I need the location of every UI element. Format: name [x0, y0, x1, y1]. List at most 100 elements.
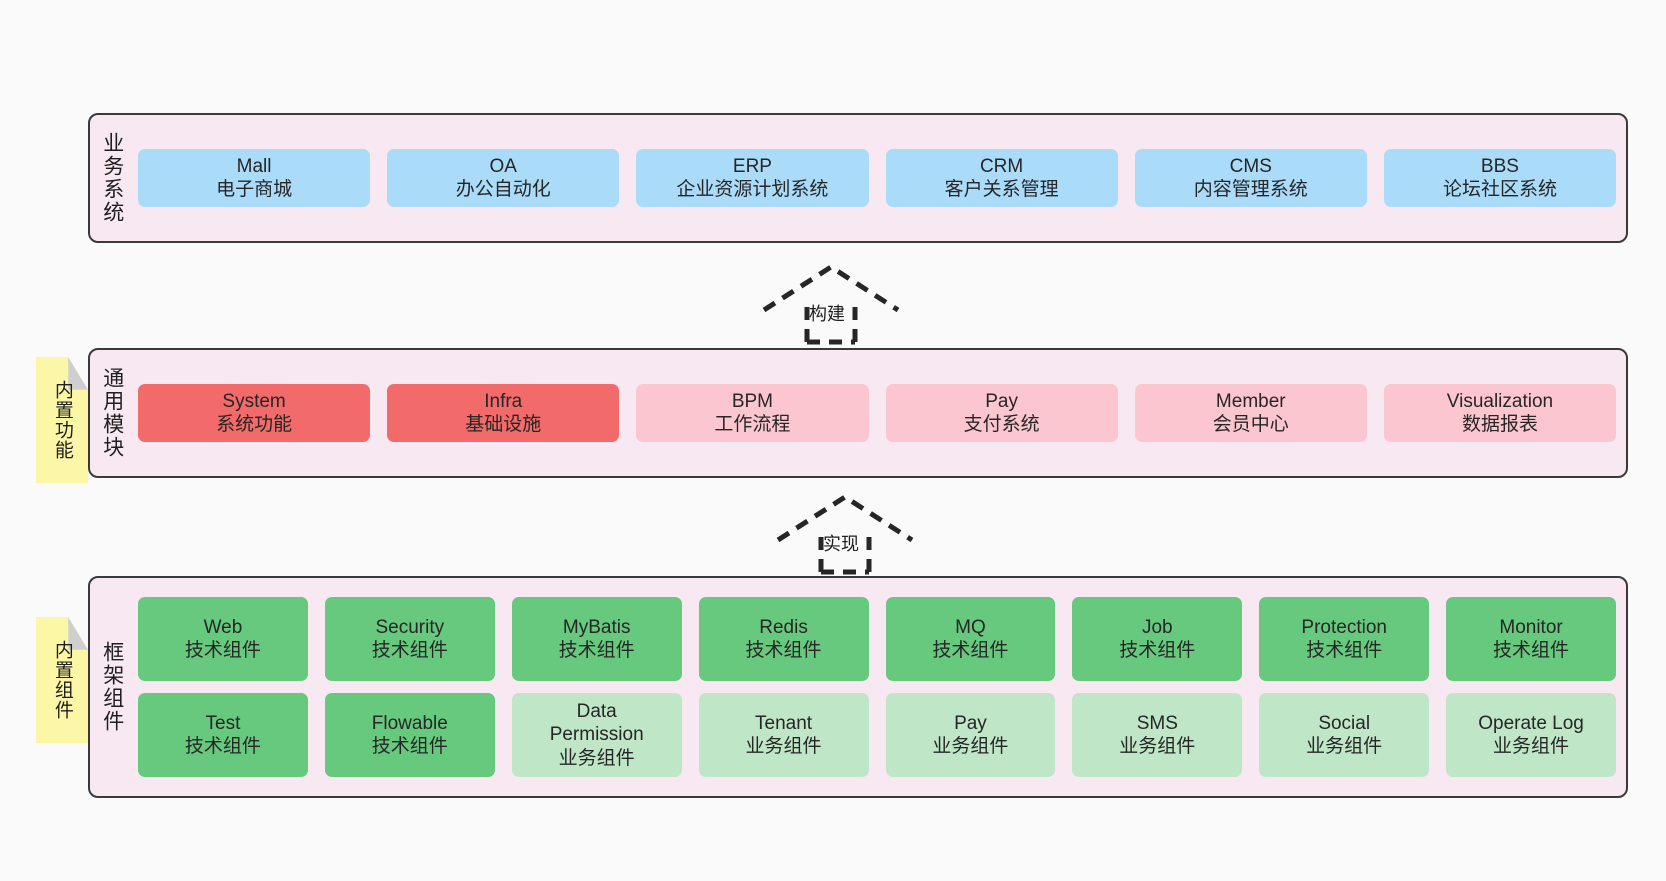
card-row: Web 技术组件 Security 技术组件 MyBatis 技术组件 Redi… — [138, 597, 1616, 681]
card-erp[interactable]: ERP 企业资源计划系统 — [636, 148, 869, 208]
card-subtitle: 企业资源计划系统 — [676, 179, 829, 200]
card-title-line2: Permission — [549, 724, 644, 746]
card-cms[interactable]: CMS 内容管理系统 — [1134, 148, 1367, 208]
card-bbs[interactable]: BBS 论坛社区系统 — [1383, 148, 1617, 208]
card-subtitle: 技术组件 — [745, 640, 822, 661]
layer-body-framework-components: Web 技术组件 Security 技术组件 MyBatis 技术组件 Redi… — [134, 578, 1626, 796]
card-title: ERP — [732, 155, 772, 177]
card-title: Protection — [1301, 616, 1387, 638]
card-subtitle: 技术组件 — [371, 736, 448, 757]
card-operate-log[interactable]: Operate Log 业务组件 — [1446, 693, 1616, 777]
card-title: Redis — [759, 616, 808, 638]
card-title: MyBatis — [562, 616, 631, 638]
card-subtitle: 业务组件 — [558, 747, 635, 769]
card-member[interactable]: Member 会员中心 — [1134, 383, 1367, 443]
card-subtitle: 技术组件 — [371, 640, 448, 661]
card-row: Test 技术组件 Flowable 技术组件 Data Permission … — [138, 693, 1616, 777]
card-subtitle: 技术组件 — [184, 736, 261, 757]
card-sms[interactable]: SMS 业务组件 — [1072, 693, 1243, 777]
card-title: Pay — [985, 390, 1018, 412]
layer-title-business-systems: 业务系统 — [100, 132, 124, 224]
card-subtitle: 支付系统 — [963, 414, 1040, 435]
card-crm[interactable]: CRM 客户关系管理 — [885, 148, 1118, 208]
layer-title-framework-components: 框架组件 — [100, 641, 124, 733]
card-oa[interactable]: OA 办公自动化 — [387, 148, 620, 208]
card-web[interactable]: Web 技术组件 — [138, 597, 308, 681]
card-pay-component[interactable]: Pay 业务组件 — [885, 693, 1056, 777]
card-flowable[interactable]: Flowable 技术组件 — [324, 693, 495, 777]
card-protection[interactable]: Protection 技术组件 — [1259, 597, 1430, 681]
card-title: BPM — [731, 390, 774, 412]
card-title: BBS — [1480, 155, 1519, 177]
card-subtitle: 会员中心 — [1212, 414, 1289, 435]
card-title: Social — [1318, 712, 1371, 734]
card-mq[interactable]: MQ 技术组件 — [885, 597, 1056, 681]
card-mall[interactable]: Mall 电子商城 — [138, 148, 371, 208]
card-data-permission[interactable]: Data Permission 业务组件 — [511, 693, 682, 777]
card-row: System 系统功能 Infra 基础设施 BPM 工作流程 Pay 支付系统… — [138, 383, 1617, 443]
layer-common-modules: 通用模块 System 系统功能 Infra 基础设施 BPM 工作流程 Pay… — [88, 348, 1628, 478]
card-subtitle: 技术组件 — [1493, 640, 1570, 661]
card-subtitle: 技术组件 — [558, 640, 635, 661]
card-visualization[interactable]: Visualization 数据报表 — [1383, 383, 1617, 443]
card-subtitle: 数据报表 — [1461, 414, 1538, 435]
card-title: Job — [1141, 616, 1173, 638]
card-title: Tenant — [755, 712, 813, 734]
card-system[interactable]: System 系统功能 — [138, 383, 371, 443]
connector-build-label: 构建 — [809, 304, 845, 324]
layer-title-common-modules: 通用模块 — [100, 367, 124, 459]
card-redis[interactable]: Redis 技术组件 — [698, 597, 869, 681]
card-test[interactable]: Test 技术组件 — [138, 693, 308, 777]
card-subtitle: 业务组件 — [1493, 736, 1570, 757]
card-title: Pay — [954, 712, 987, 734]
card-security[interactable]: Security 技术组件 — [324, 597, 495, 681]
note-builtin-components: 内置组件 — [36, 617, 88, 743]
card-subtitle: 业务组件 — [1119, 736, 1196, 757]
card-bpm[interactable]: BPM 工作流程 — [636, 383, 869, 443]
card-title: Flowable — [371, 712, 448, 734]
card-tenant[interactable]: Tenant 业务组件 — [698, 693, 869, 777]
layer-body-common-modules: System 系统功能 Infra 基础设施 BPM 工作流程 Pay 支付系统… — [134, 350, 1626, 476]
card-subtitle: 电子商城 — [216, 179, 293, 200]
arrowhead-build — [762, 264, 900, 313]
connector-implement-label: 实现 — [823, 534, 859, 554]
card-title: Web — [203, 616, 243, 638]
card-title: Mall — [236, 155, 272, 177]
card-title: Test — [205, 712, 241, 734]
card-subtitle: 客户关系管理 — [944, 179, 1059, 200]
card-monitor[interactable]: Monitor 技术组件 — [1446, 597, 1616, 681]
card-social[interactable]: Social 业务组件 — [1259, 693, 1430, 777]
card-title: CMS — [1229, 155, 1272, 177]
card-subtitle: 技术组件 — [184, 640, 261, 661]
note-builtin-features: 内置功能 — [36, 357, 88, 483]
card-subtitle: 办公自动化 — [455, 179, 551, 200]
card-title: MQ — [955, 616, 986, 638]
card-subtitle: 工作流程 — [714, 414, 791, 435]
card-row: Mall 电子商城 OA 办公自动化 ERP 企业资源计划系统 CRM 客户关系… — [138, 148, 1617, 208]
card-title: Member — [1215, 390, 1286, 412]
card-subtitle: 业务组件 — [745, 736, 822, 757]
card-title: Data — [576, 701, 617, 723]
card-mybatis[interactable]: MyBatis 技术组件 — [511, 597, 682, 681]
card-title: CRM — [979, 155, 1024, 177]
arrowshaft-implement — [818, 537, 872, 575]
card-title: System — [222, 390, 286, 412]
card-title: Monitor — [1499, 616, 1563, 638]
arrowhead-implement — [776, 494, 914, 543]
connector-build: 构建 — [756, 262, 906, 345]
arrowshaft-build — [804, 307, 858, 345]
layer-framework-components: 框架组件 Web 技术组件 Security 技术组件 MyBatis 技术组件… — [88, 576, 1628, 798]
card-subtitle: 技术组件 — [1119, 640, 1196, 661]
card-subtitle: 论坛社区系统 — [1442, 179, 1557, 200]
card-subtitle: 业务组件 — [932, 736, 1009, 757]
card-subtitle: 基础设施 — [465, 414, 542, 435]
card-subtitle: 技术组件 — [932, 640, 1009, 661]
layer-body-business-systems: Mall 电子商城 OA 办公自动化 ERP 企业资源计划系统 CRM 客户关系… — [134, 115, 1626, 241]
card-infra[interactable]: Infra 基础设施 — [387, 383, 620, 443]
card-subtitle: 内容管理系统 — [1193, 179, 1308, 200]
card-title: Visualization — [1446, 390, 1554, 412]
card-pay-module[interactable]: Pay 支付系统 — [885, 383, 1118, 443]
card-job[interactable]: Job 技术组件 — [1072, 597, 1243, 681]
card-subtitle: 系统功能 — [216, 414, 293, 435]
